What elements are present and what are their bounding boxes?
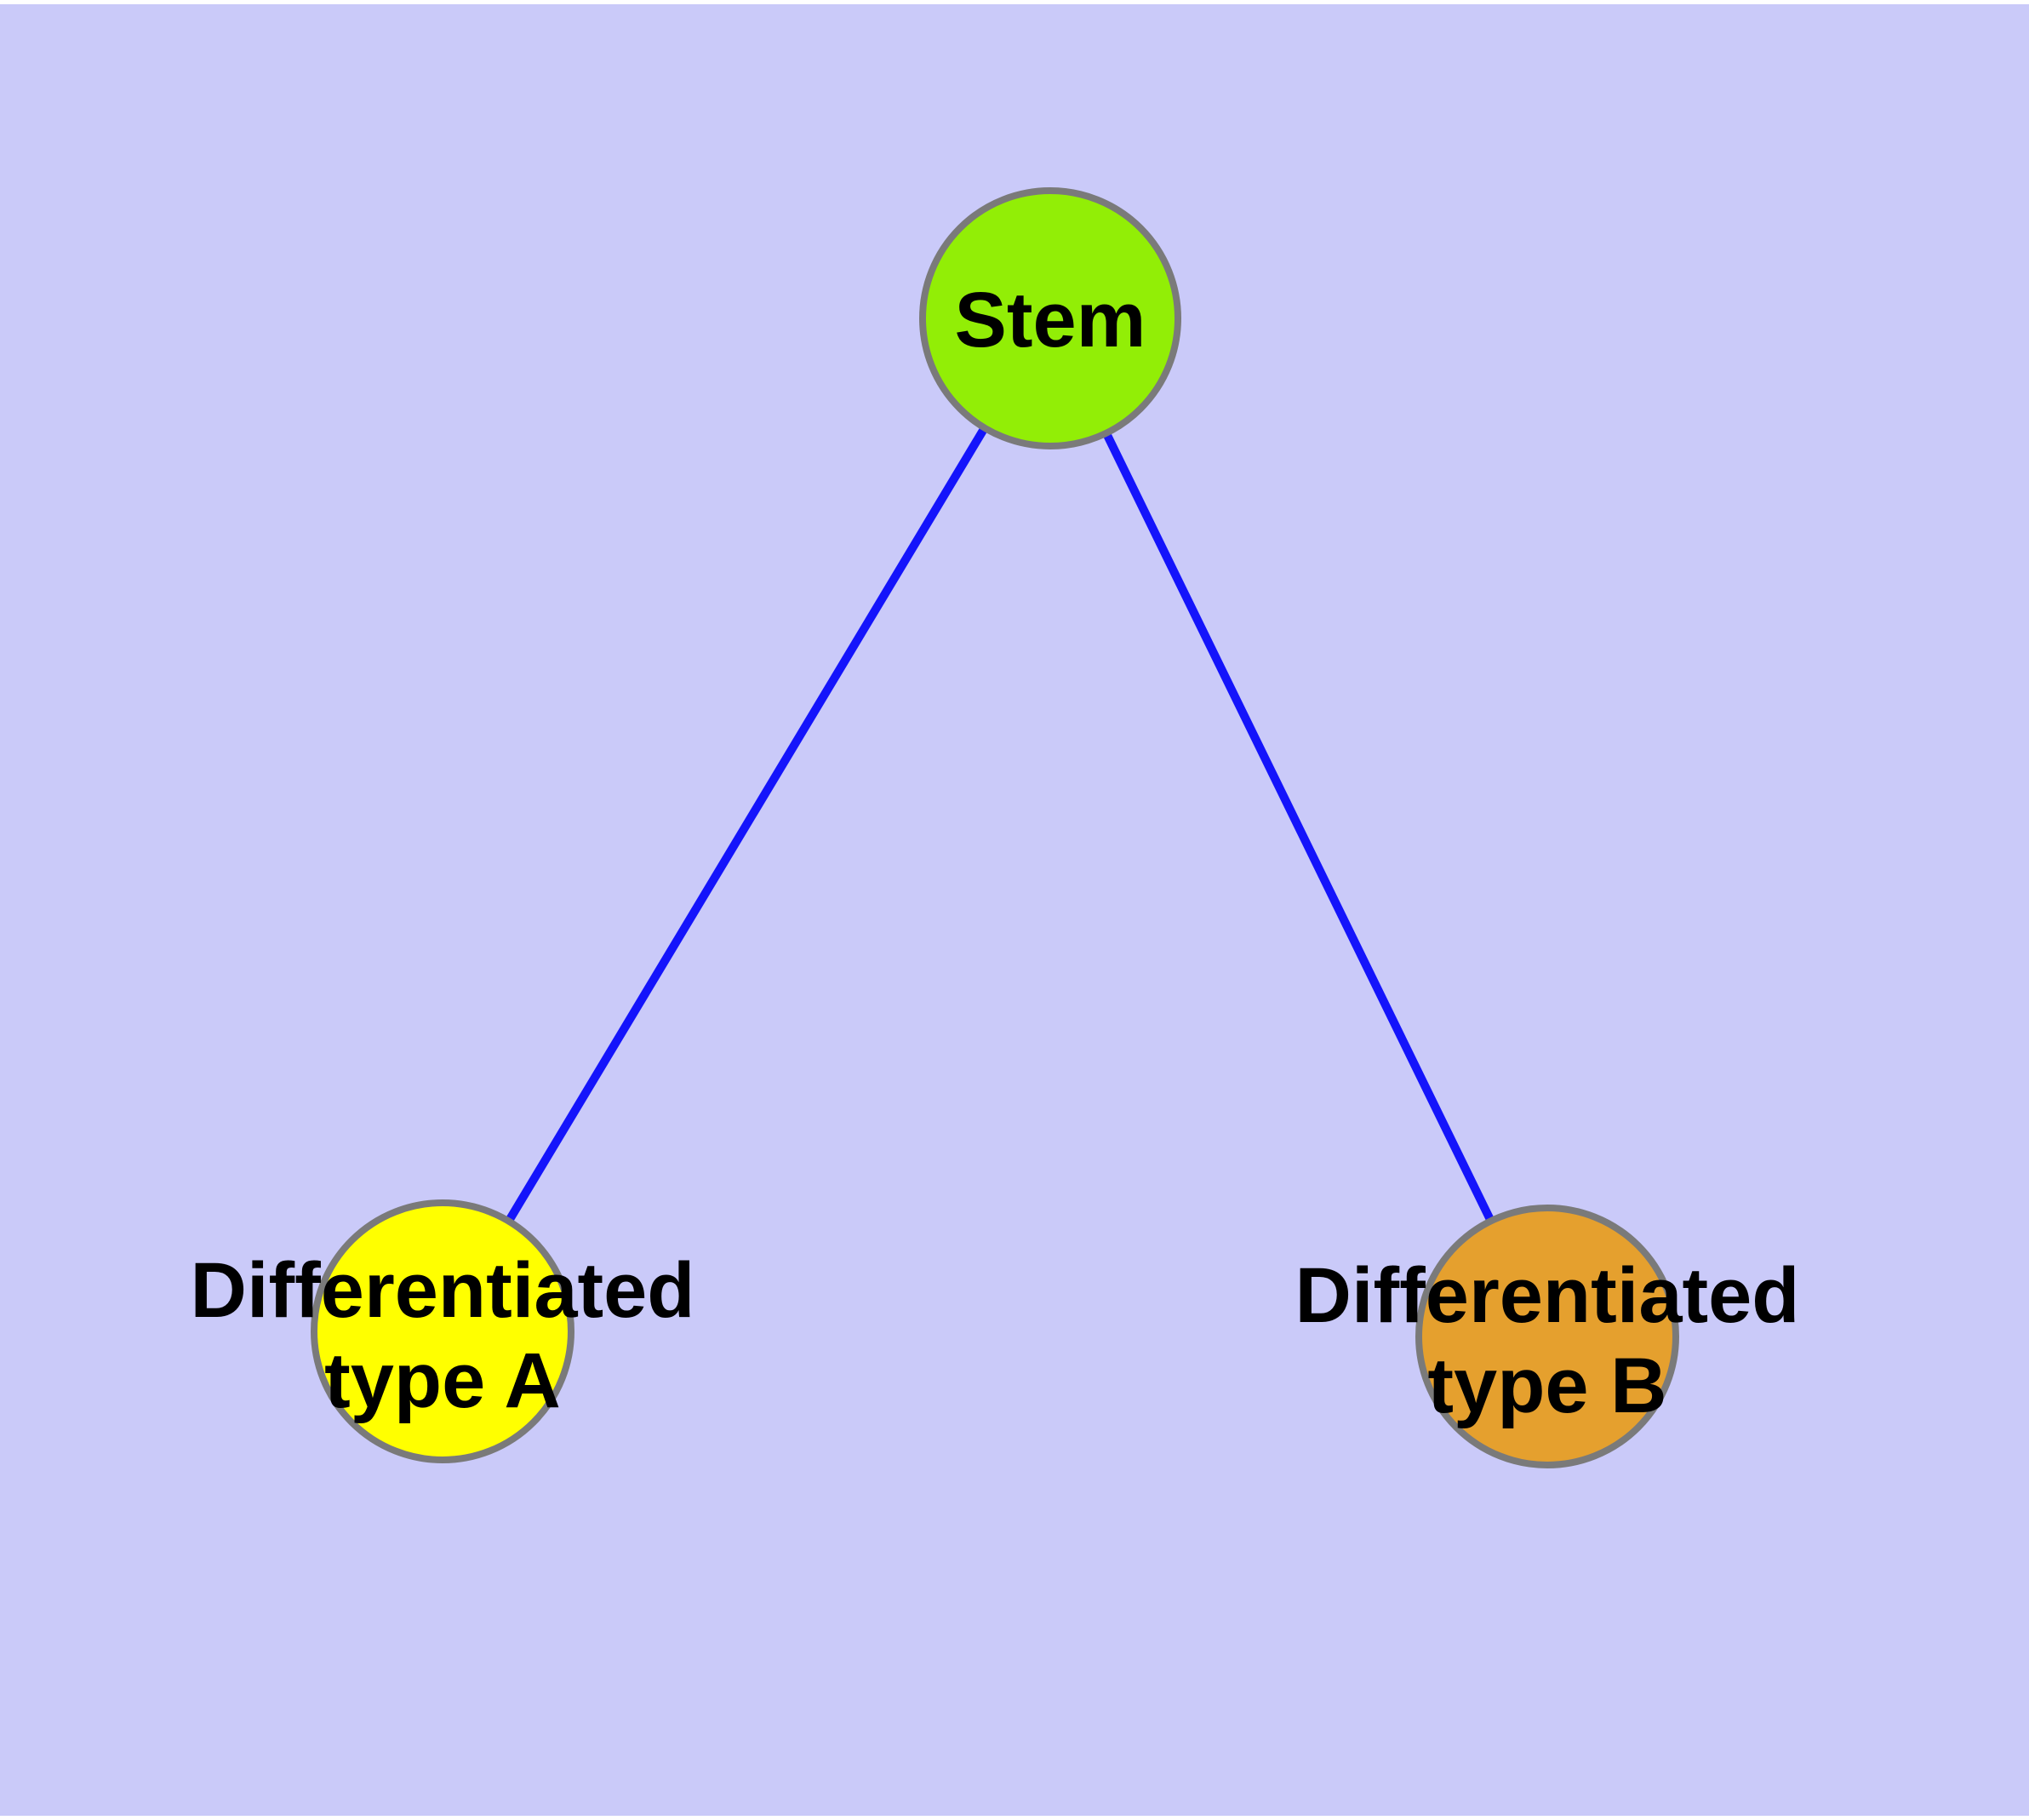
node-type-a-label-line2: type A	[324, 1337, 561, 1424]
node-stem-label: Stem	[955, 277, 1146, 363]
node-type-a-circle	[311, 1199, 574, 1463]
edge-stem-to-type-a	[438, 316, 1055, 1334]
node-stem-circle	[919, 187, 1181, 449]
node-type-a-label-line1: Differentiated	[191, 1247, 695, 1334]
node-type-b-label-line1: Differentiated	[1295, 1252, 1800, 1339]
node-type-b-circle	[1415, 1205, 1679, 1468]
edge-stem-to-type-b	[1046, 316, 1552, 1339]
node-type-b-label-line2: type B	[1427, 1342, 1666, 1429]
